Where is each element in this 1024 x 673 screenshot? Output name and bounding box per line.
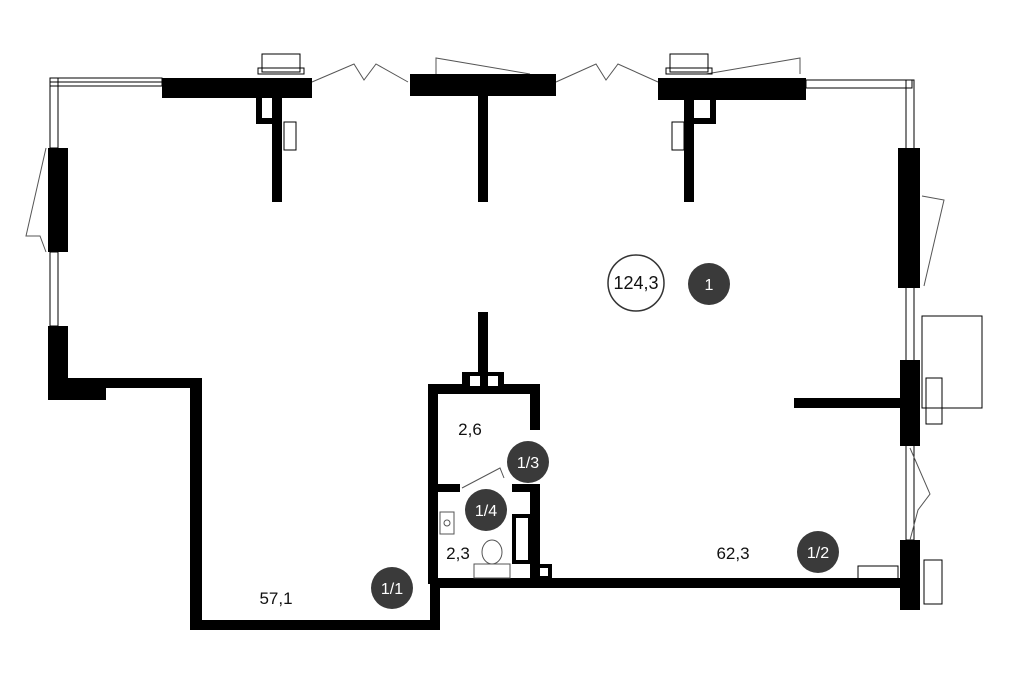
door-swing-icon: [25, 57, 945, 541]
room-area-1-3: 2,6: [458, 420, 482, 439]
room-badge-1-2-label: 1/2: [807, 545, 829, 562]
toilet-icon: [473, 539, 511, 579]
room-badge-1-1-label: 1/1: [381, 581, 403, 598]
total-area-label: 124,3: [613, 273, 658, 293]
total-area-circle: [607, 254, 665, 312]
sink-icon: [439, 511, 455, 535]
room-badge-1-1: [371, 567, 413, 609]
room-badge-1-label: 1: [705, 277, 714, 294]
room-area-1-1: 57,1: [259, 589, 292, 608]
room-badge-1-4-label: 1/4: [475, 503, 497, 520]
room-badge-1-4: [465, 489, 507, 531]
room-badge-1-3: [507, 441, 549, 483]
room-badge-1: [688, 263, 730, 305]
room-badge-1-3-label: 1/3: [517, 455, 539, 472]
walls: [48, 74, 920, 630]
room-area-1-2: 62,3: [716, 544, 749, 563]
room-area-1-4: 2,3: [446, 544, 470, 563]
radiator-icon: [257, 53, 983, 605]
room-badge-1-2: [797, 531, 839, 573]
